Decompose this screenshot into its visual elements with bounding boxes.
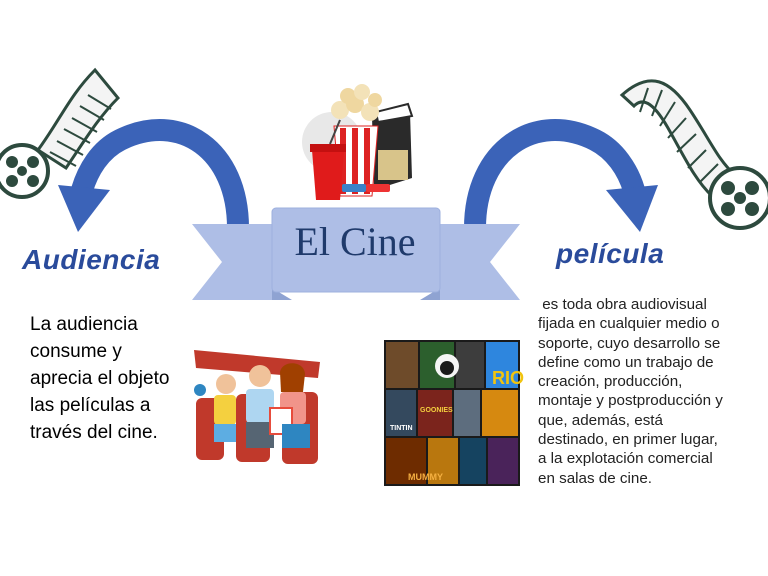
audience-illustration <box>192 350 326 468</box>
svg-text:TINTIN: TINTIN <box>390 425 413 432</box>
audiencia-line: través del cine. <box>30 422 158 443</box>
pelicula-line: en salas de cine. <box>538 469 652 487</box>
pelicula-description: es toda obra audiovisual fijada en cualq… <box>538 295 748 488</box>
title-ribbon <box>192 207 520 300</box>
pelicula-line: fijada en cualquier medio o <box>538 315 720 333</box>
right-arrow <box>464 119 658 232</box>
pelicula-line: que, además, está <box>538 411 663 429</box>
popcorn-clapper-icon <box>302 84 414 200</box>
audiencia-line: las películas a <box>30 395 151 416</box>
pelicula-line: destinado, en primer lugar, <box>538 431 718 449</box>
left-arrow <box>58 119 249 232</box>
pelicula-line: montaje y postproducción y <box>538 392 723 410</box>
center-title: El Cine <box>294 219 416 264</box>
audiencia-line: consume y <box>30 341 122 362</box>
pelicula-line: es toda obra audiovisual <box>538 296 707 313</box>
audiencia-heading: Audiencia <box>22 244 161 275</box>
audiencia-description: La audiencia consume y aprecia el objeto… <box>30 311 200 446</box>
movie-posters-collage: RIO GOONIES TINTIN MUMMY <box>384 340 524 486</box>
audiencia-line: La audiencia <box>30 314 138 335</box>
pelicula-line: a la explotación comercial <box>538 450 713 468</box>
svg-text:RIO: RIO <box>492 368 524 388</box>
pelicula-line: soporte, cuyo desarrollo se <box>538 334 721 352</box>
audiencia-line: aprecia el objeto <box>30 368 170 389</box>
svg-text:MUMMY: MUMMY <box>408 472 443 482</box>
svg-text:GOONIES: GOONIES <box>420 407 453 414</box>
pelicula-heading: película <box>556 238 665 269</box>
film-reel-left-icon <box>0 67 121 199</box>
pelicula-line: define como un trabajo de <box>538 353 714 371</box>
pelicula-line: creación, producción, <box>538 373 683 391</box>
film-reel-right-icon <box>619 79 768 230</box>
